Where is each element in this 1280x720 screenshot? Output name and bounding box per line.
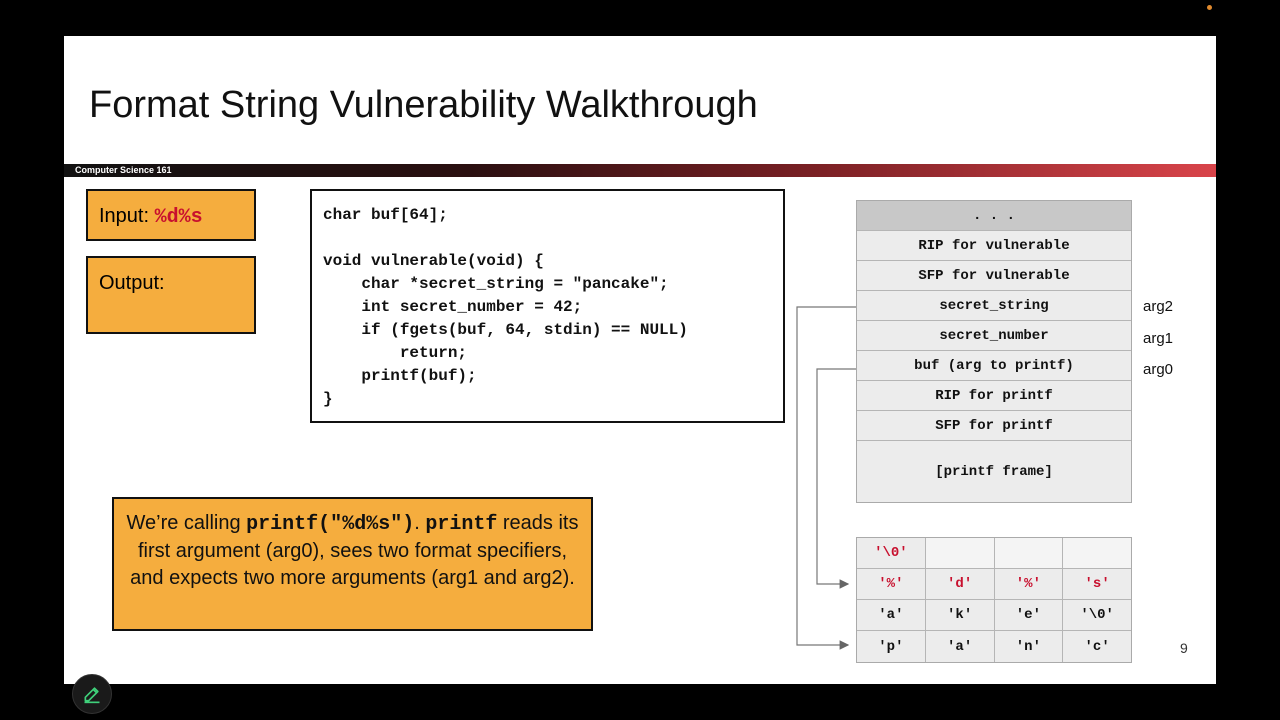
buffer-cell: 'd' xyxy=(925,569,995,599)
pencil-icon xyxy=(84,687,100,704)
code-text: char buf[64]; void vulnerable(void) { ch… xyxy=(323,206,688,408)
buffer-cell xyxy=(994,538,1064,568)
stack-cell-secret-string: secret_string xyxy=(857,291,1131,321)
stack-cell-sfp-vulnerable: SFP for vulnerable xyxy=(857,261,1131,291)
stack-cell-top: . . . xyxy=(857,201,1131,231)
output-box: Output: xyxy=(86,256,256,334)
arrow-secret-string-to-pancake xyxy=(796,306,856,650)
stack-cell-rip-vulnerable: RIP for vulnerable xyxy=(857,231,1131,261)
arrow-buf-to-format xyxy=(816,368,856,589)
buffer-cell: '%' xyxy=(857,569,926,599)
slide-title: Format String Vulnerability Walkthrough xyxy=(89,84,758,126)
stack-diagram: . . . RIP for vulnerable SFP for vulnera… xyxy=(856,200,1132,503)
buffer-cell: '\0' xyxy=(857,538,926,568)
stack-cell-rip-printf: RIP for printf xyxy=(857,381,1131,411)
input-label: Input: xyxy=(99,205,155,227)
buffer-row: 'a' 'k' 'e' '\0' xyxy=(857,600,1131,631)
buffer-cell xyxy=(925,538,995,568)
arg0-label: arg0 xyxy=(1143,361,1174,378)
buffer-cell xyxy=(1063,538,1131,568)
recording-indicator xyxy=(1207,5,1212,10)
buffer-grid: '\0' '%' 'd' '%' 's' 'a' 'k' 'e' '\0' 'p… xyxy=(856,537,1132,663)
stack-cell-printf-frame: [printf frame] xyxy=(857,441,1131,502)
page-number: 9 xyxy=(1180,640,1188,656)
stack-cell-secret-number: secret_number xyxy=(857,321,1131,351)
output-label: Output: xyxy=(99,272,165,294)
buffer-cell: 'k' xyxy=(925,600,995,630)
buffer-cell: '\0' xyxy=(1063,600,1131,630)
buffer-cell: 'p' xyxy=(857,631,926,662)
arg1-label: arg1 xyxy=(1143,330,1174,347)
annotate-button[interactable] xyxy=(72,674,112,714)
buffer-row: '\0' xyxy=(857,538,1131,569)
slide: Format String Vulnerability Walkthrough … xyxy=(64,36,1216,684)
course-banner: Computer Science 161 xyxy=(64,164,1216,177)
input-box: Input: %d%s xyxy=(86,189,256,241)
explanation-note: We’re calling printf("%d%s"). printf rea… xyxy=(112,497,593,631)
note-text-3: reads its first argument (arg0), sees tw… xyxy=(130,512,579,589)
buffer-row: 'p' 'a' 'n' 'c' xyxy=(857,631,1131,662)
buffer-cell: 'c' xyxy=(1063,631,1131,662)
buffer-cell: 'n' xyxy=(994,631,1064,662)
buffer-cell: 's' xyxy=(1063,569,1131,599)
note-code-2: printf xyxy=(425,513,498,536)
note-text-2: . xyxy=(414,512,426,534)
note-text-1: We’re calling xyxy=(126,512,247,534)
course-name: Computer Science 161 xyxy=(75,165,172,175)
buffer-cell: 'e' xyxy=(994,600,1064,630)
buffer-cell: '%' xyxy=(994,569,1064,599)
arg2-label: arg2 xyxy=(1143,298,1174,315)
buffer-cell: 'a' xyxy=(857,600,926,630)
buffer-cell: 'a' xyxy=(925,631,995,662)
stack-cell-sfp-printf: SFP for printf xyxy=(857,411,1131,441)
stack-cell-buf: buf (arg to printf) xyxy=(857,351,1131,381)
code-block: char buf[64]; void vulnerable(void) { ch… xyxy=(310,189,785,423)
buffer-row: '%' 'd' '%' 's' xyxy=(857,569,1131,600)
note-code-1: printf("%d%s") xyxy=(246,513,415,536)
input-value: %d%s xyxy=(154,206,203,229)
